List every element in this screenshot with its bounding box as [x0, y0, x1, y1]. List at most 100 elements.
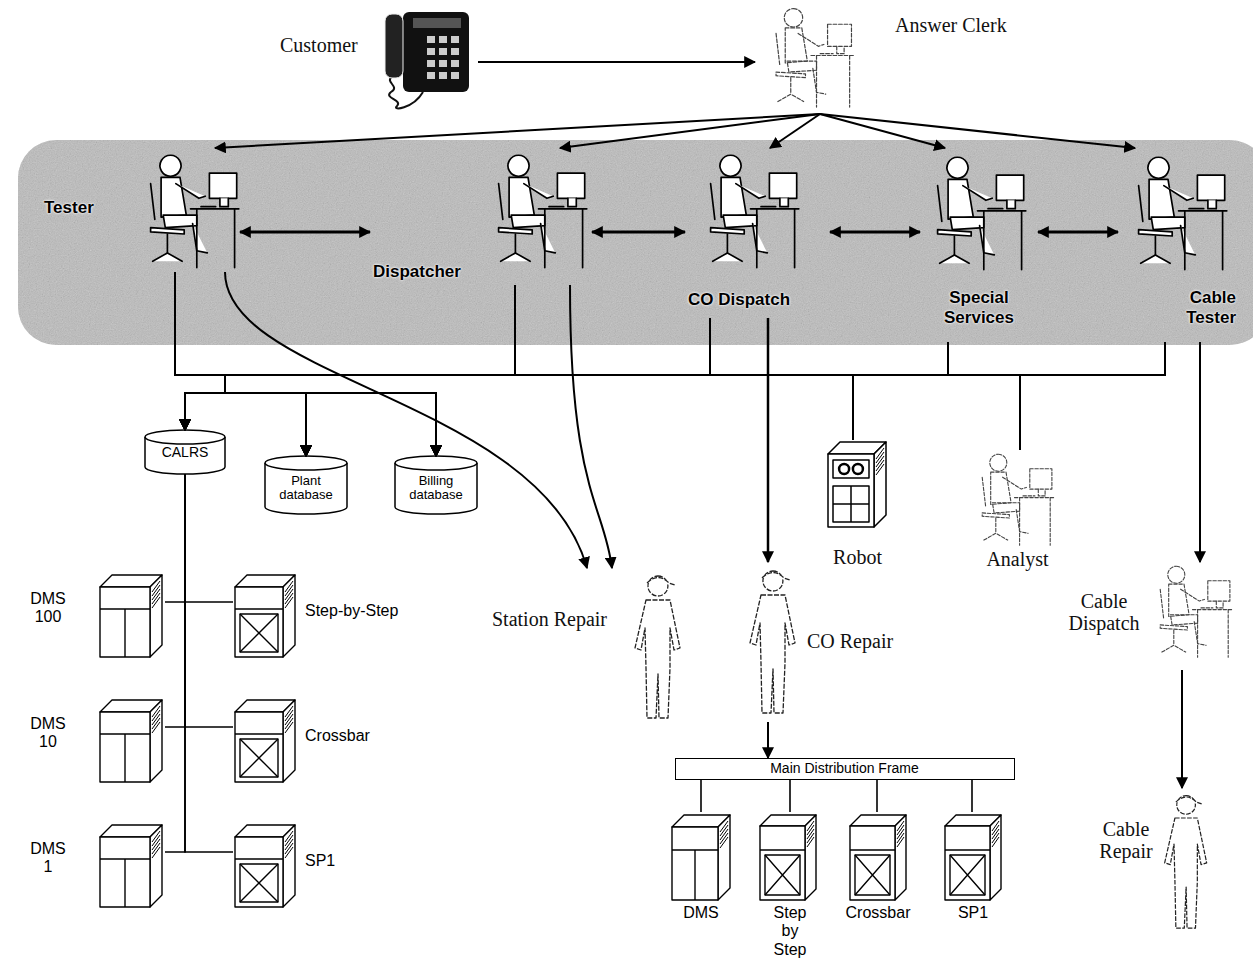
monitor [209, 173, 236, 198]
vent-line [897, 837, 904, 847]
keyboard [761, 206, 776, 208]
desk-top [1193, 609, 1232, 610]
relay-panel [765, 855, 800, 895]
connector [225, 285, 515, 456]
node-label: Cable Repair [1095, 818, 1157, 862]
switch-node: DMS [665, 812, 739, 932]
head [160, 155, 181, 176]
lower-leg [193, 224, 208, 253]
person-at-desk [711, 155, 799, 267]
connector [185, 285, 515, 430]
robot-front [828, 454, 874, 527]
phone-key [439, 48, 447, 55]
monitor-stand [1208, 200, 1216, 208]
connector [225, 342, 948, 456]
connector [570, 285, 612, 568]
connector [820, 114, 945, 148]
switch-node: SP1 [935, 812, 1013, 932]
panel-line [850, 849, 895, 850]
desk-leg [1197, 610, 1198, 658]
thigh [1170, 615, 1197, 625]
body [1165, 818, 1207, 928]
desk-leg [1222, 211, 1224, 270]
connector [767, 722, 769, 758]
keyboard [1189, 208, 1204, 210]
cabinet-side [805, 815, 816, 900]
cabinet-front [850, 826, 895, 900]
cabinet-side [990, 815, 1001, 900]
chair-back [1160, 589, 1163, 618]
electromechanical-switch-icon [235, 700, 295, 782]
keyboard [988, 208, 1003, 210]
torso [991, 472, 1011, 504]
keyboard [549, 206, 564, 208]
connector [478, 61, 755, 63]
database-node: Billing database [395, 456, 479, 514]
desk-leg [1050, 498, 1051, 546]
chair-stem [727, 234, 729, 253]
relay-cross [765, 855, 800, 895]
connector [1020, 342, 1165, 450]
phone-key [427, 60, 435, 67]
lower-leg [813, 68, 826, 94]
vent-line [152, 597, 160, 608]
node-label: Step by Step [767, 904, 813, 959]
desk-top [811, 55, 853, 56]
arm [1003, 477, 1027, 489]
chair-stem [515, 234, 517, 253]
cylinder-top [145, 430, 225, 444]
cabinet-side [283, 575, 295, 657]
connector [592, 231, 685, 234]
connector [767, 318, 770, 562]
cylinder-top [265, 456, 347, 470]
cabinet-side [150, 825, 162, 907]
monitor-stand [780, 198, 788, 206]
vent-line [285, 597, 293, 608]
monitor [1208, 581, 1230, 601]
robot-eye [853, 464, 863, 474]
digital-switch-icon [100, 825, 162, 907]
vent-line [285, 847, 293, 858]
chair-base [713, 253, 742, 261]
keyboard [1023, 495, 1035, 496]
phone-key [451, 60, 459, 67]
robot-eye [839, 464, 849, 474]
chair-stem [1173, 630, 1174, 645]
relay-panel [240, 739, 278, 777]
switch-node: DMS 1 [25, 822, 165, 910]
chair-base [1141, 255, 1170, 263]
body [750, 595, 795, 713]
database-cylinder [145, 430, 225, 474]
switch-node: DMS 10 [25, 697, 165, 785]
workstation-node: Tester [40, 148, 240, 272]
phone-key [439, 72, 447, 79]
robot-node: Robot [820, 440, 897, 570]
digital-switch-icon [672, 815, 730, 900]
chair-stem [954, 236, 956, 255]
phone-key [427, 36, 435, 43]
desk-top [978, 210, 1026, 212]
phone-key [451, 48, 459, 55]
connector [820, 114, 1135, 148]
workstation-node: CO Dispatch [685, 148, 830, 318]
torso [948, 179, 973, 219]
cabinet-front [235, 712, 283, 782]
cabinet-front [100, 837, 150, 907]
connector [225, 285, 515, 456]
cabinet-front [235, 837, 283, 907]
standing-person [750, 571, 795, 713]
head [990, 454, 1007, 471]
cap [762, 573, 790, 581]
torso [721, 177, 746, 217]
monitor [1030, 469, 1052, 489]
desk-top [1179, 210, 1227, 212]
cabinet-front [100, 587, 150, 657]
connector [185, 474, 233, 727]
chair-seat [982, 513, 1009, 518]
phone-key [451, 36, 459, 43]
monitor-stand [1007, 200, 1015, 208]
connector [185, 474, 233, 852]
switch-node: Crossbar [838, 812, 920, 932]
